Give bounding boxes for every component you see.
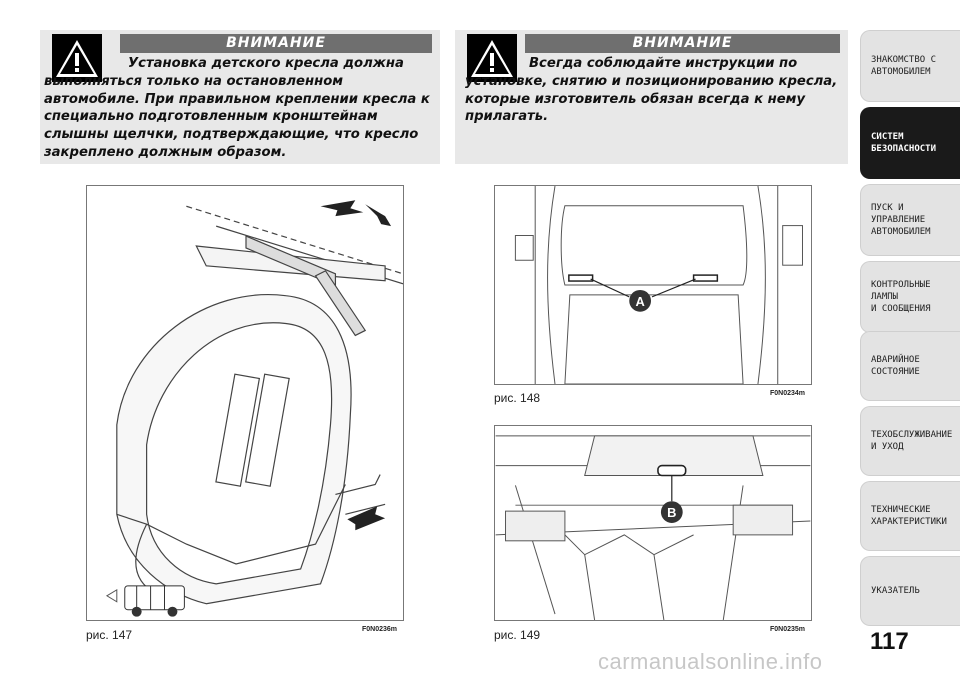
warning-title: ВНИМАНИЕ — [120, 34, 432, 53]
warning-box-1: ВНИМАНИЕ Установка детского кресла должн… — [40, 30, 440, 164]
callout-a: A — [635, 294, 644, 309]
tab-getting-to-know[interactable]: ЗНАКОМСТВО С АВТОМОБИЛЕМ — [860, 30, 960, 102]
warning-text: Всегда соблюдайте инструкции по установк… — [465, 56, 838, 125]
tab-warning-lights[interactable]: КОНТРОЛЬНЫЕ ЛАМПЫ И СООБЩЕНИЯ — [860, 261, 960, 333]
tab-starting-driving[interactable]: ПУСК И УПРАВЛЕНИЕ АВТОМОБИЛЕМ — [860, 184, 960, 256]
figure-149-seat-bracket: B — [494, 425, 812, 621]
tab-maintenance[interactable]: ТЕХОБСЛУЖИВАНИЕ И УХОД — [860, 406, 960, 476]
tab-emergency[interactable]: АВАРИЙНОЕ СОСТОЯНИЕ — [860, 331, 960, 401]
child-seat-illustration — [105, 200, 403, 617]
callout-b: B — [667, 505, 676, 520]
van-icon — [105, 585, 185, 617]
watermark: carmanualsonline.info — [598, 649, 823, 674]
warning-box-2: ВНИМАНИЕ Всегда соблюдайте инструкции по… — [455, 30, 848, 164]
warning-title: ВНИМАНИЕ — [525, 34, 840, 53]
page-number: 117 — [870, 628, 909, 655]
figure-code: F0N0234m — [770, 390, 806, 397]
tab-technical-specs[interactable]: ТЕХНИЧЕСКИЕ ХАРАКТЕРИСТИКИ — [860, 481, 960, 551]
figure-code: F0N0236m — [362, 626, 398, 633]
tab-safety-systems[interactable]: СИСТЕМ БЕЗОПАСНОСТИ — [860, 107, 960, 179]
figure-caption: рис. 147 — [86, 628, 133, 642]
warning-text: Установка детского кресла должна выполня… — [44, 56, 430, 160]
figure-caption: рис. 149 — [494, 628, 541, 642]
figure-caption: рис. 148 — [494, 391, 541, 405]
figure-148-seat-anchors: A — [494, 185, 812, 385]
warning-triangle-icon — [52, 34, 102, 82]
seat-bracket-illustration: B — [495, 435, 811, 620]
figure-147-child-seat — [86, 185, 404, 621]
tab-index[interactable]: УКАЗАТЕЛЬ — [860, 556, 960, 626]
seat-anchors-illustration: A — [514, 186, 803, 384]
warning-triangle-icon — [467, 34, 517, 82]
figure-code: F0N0235m — [770, 626, 806, 633]
